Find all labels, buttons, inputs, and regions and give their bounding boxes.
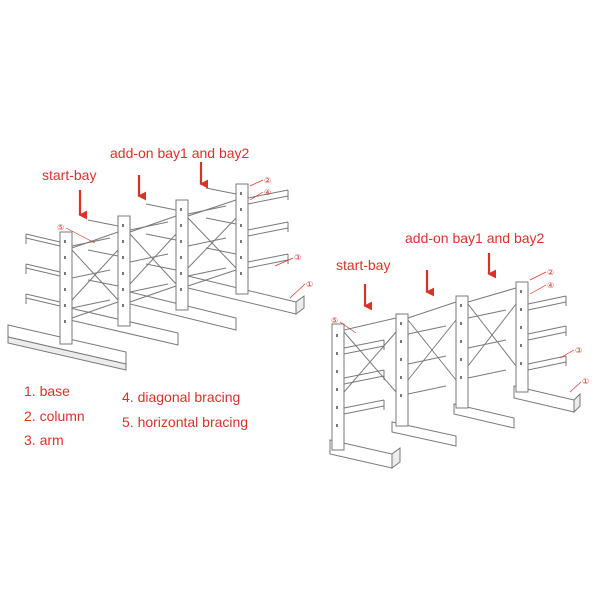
right-rack-arrows xyxy=(363,253,497,311)
legend-item-column: 2. column xyxy=(24,408,85,424)
left-marker-column: ② xyxy=(264,176,271,185)
legend-item-horizontal-bracing: 5. horizontal bracing xyxy=(122,414,248,430)
left-rack-drawing xyxy=(7,183,305,371)
legend: 1. base 2. column 3. arm 4. diagonal bra… xyxy=(24,383,248,448)
left-addon-label: add-on bay1 and bay2 xyxy=(110,145,250,161)
left-rack-column-holes xyxy=(64,192,242,323)
right-marker-diagonal: ④ xyxy=(547,281,554,290)
right-marker-arm: ③ xyxy=(575,346,582,355)
left-start-bay-label: start-bay xyxy=(42,167,96,183)
left-marker-horizontal: ⑤ xyxy=(57,223,64,232)
right-addon-label: add-on bay1 and bay2 xyxy=(405,230,545,246)
right-rack-column-holes xyxy=(336,290,522,427)
left-rack-diagonal-bracing xyxy=(71,217,237,301)
left-marker-arm: ③ xyxy=(294,253,301,262)
component-markers: ② ④ ⑤ ③ ① ② ④ ⑤ ③ ① xyxy=(57,176,589,386)
left-rack-horizontal-bracing xyxy=(71,199,237,319)
right-rack-columns xyxy=(331,281,529,451)
right-marker-base: ① xyxy=(582,377,589,386)
labels: add-on bay1 and bay2 start-bay add-on ba… xyxy=(42,145,545,273)
left-marker-base: ① xyxy=(306,280,313,289)
legend-item-diagonal-bracing: 4. diagonal bracing xyxy=(122,389,240,405)
right-start-bay-label: start-bay xyxy=(336,257,390,273)
legend-item-arm: 3. arm xyxy=(24,432,64,448)
right-rack-arms xyxy=(343,295,567,415)
right-rack-drawing xyxy=(329,281,581,469)
right-rack-horizontal-bracing xyxy=(343,287,517,331)
left-rack-leaders xyxy=(65,179,306,299)
right-rack-leaders xyxy=(339,271,582,393)
left-marker-diagonal: ④ xyxy=(264,188,271,197)
right-marker-column: ② xyxy=(547,268,554,277)
right-marker-horizontal: ⑤ xyxy=(331,316,338,325)
left-rack-bases xyxy=(7,275,305,371)
right-rack-diagonal-bracing xyxy=(343,303,517,393)
left-rack-arrows xyxy=(78,162,209,220)
legend-item-base: 1. base xyxy=(24,383,70,399)
right-rack-bases xyxy=(329,385,581,469)
